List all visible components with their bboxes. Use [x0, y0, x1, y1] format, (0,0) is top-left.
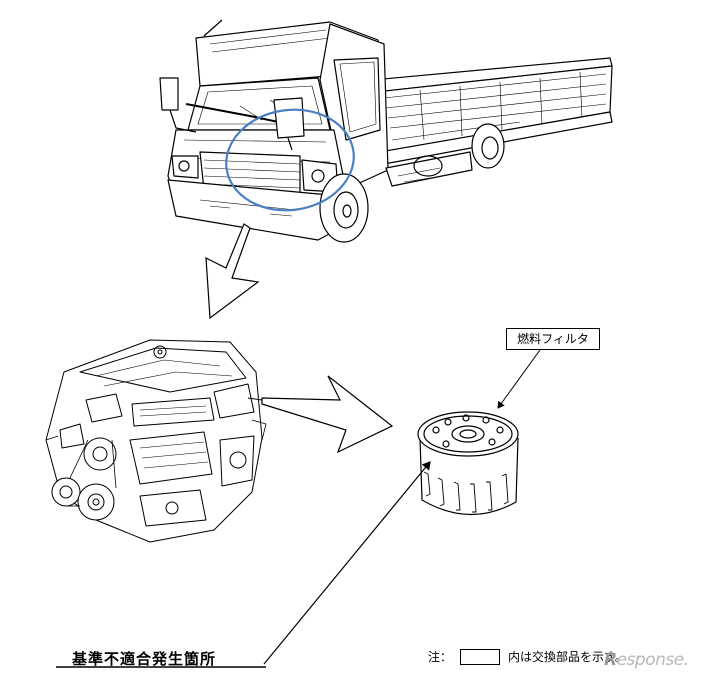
note-suffix: 内は交換部品を示す。 — [508, 650, 627, 664]
legend-note: 注： 内は交換部品を示す。 — [428, 648, 627, 665]
arrow-engine-to-filter — [261, 375, 394, 454]
arrow-truck-to-engine — [205, 223, 260, 320]
highlight-ellipse — [225, 108, 355, 212]
legend-box — [460, 648, 501, 665]
fuel-filter-illustration — [417, 411, 519, 516]
callout-leader — [497, 349, 541, 409]
fuel-filter-callout: 燃料フィルタ — [506, 328, 600, 350]
engine-illustration — [45, 339, 267, 543]
defect-location-label: 基準不適合発生箇所 — [72, 650, 217, 668]
note-prefix: 注： — [428, 650, 453, 664]
watermark-initial: R — [604, 650, 617, 670]
fuel-filter-label: 燃料フィルタ — [517, 332, 589, 346]
truck-illustration — [159, 19, 613, 243]
watermark-rest: esponse. — [616, 650, 690, 670]
defect-leader — [263, 461, 431, 665]
response-watermark: Response. — [604, 650, 689, 670]
